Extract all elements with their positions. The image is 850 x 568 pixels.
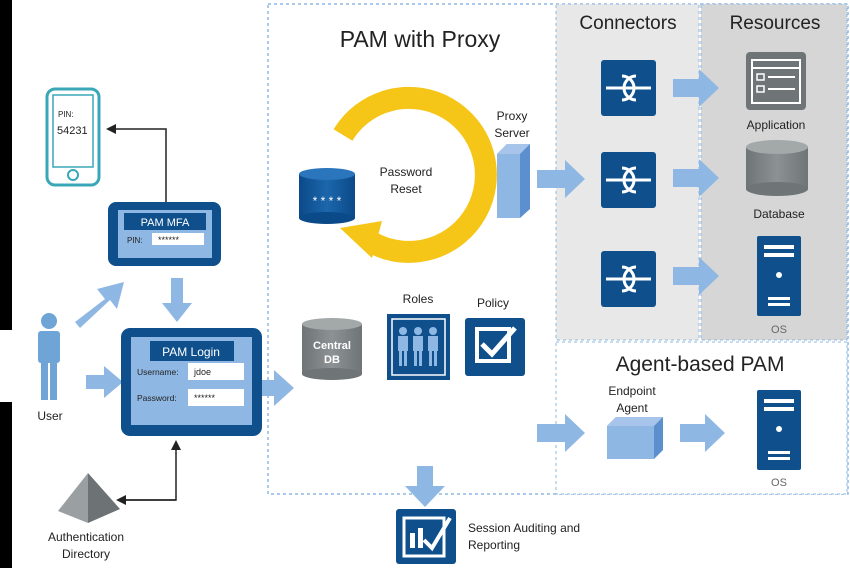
phone-pin-label: PIN: [58, 110, 74, 119]
policy-checkbox-icon [465, 318, 525, 376]
arrow-user-to-mfa [75, 282, 124, 328]
server-icon [757, 390, 801, 470]
resource-os-label: OS [771, 324, 787, 336]
connector-icon [601, 251, 656, 307]
endpoint-line2: Agent [616, 401, 648, 415]
left-edge-strip-lower [0, 402, 12, 568]
arrow-login-to-pam [256, 370, 294, 406]
arrow-endpoint-to-os [680, 414, 725, 452]
proxy-line1: Proxy [497, 109, 528, 123]
arrow-user-to-login [86, 366, 123, 398]
central-db-icon [302, 318, 362, 380]
block-arrows [75, 69, 725, 507]
arrow-to-session [405, 466, 445, 507]
session-line2: Reporting [468, 538, 520, 552]
roles-label: Roles [403, 292, 434, 306]
resources-title: Resources [730, 13, 821, 34]
mfa-to-phone-arrow [106, 124, 167, 202]
arrow-connector-to-app [673, 69, 719, 107]
roles-icon [387, 314, 450, 380]
application-label: Application [747, 118, 806, 132]
policy-label: Policy [477, 296, 509, 310]
mfa-pin-value: ****** [158, 235, 180, 245]
database-label: Database [753, 207, 805, 221]
user-label: User [37, 409, 62, 423]
page-title: PAM with Proxy [340, 26, 501, 52]
proxy-server-icon [497, 144, 530, 218]
mfa-pin-label: PIN: [127, 236, 143, 245]
central-db-line2: DB [324, 354, 340, 366]
connector-icon [601, 60, 656, 116]
endpoint-os-label: OS [771, 477, 787, 489]
directory-login-arrow [116, 440, 181, 505]
arrow-connector-to-os [673, 257, 719, 295]
mfa-box [108, 202, 221, 266]
login-username-value: jdoe [193, 367, 211, 377]
phone-icon [45, 87, 101, 187]
login-box [121, 328, 262, 436]
connector-icon [601, 152, 656, 208]
auth-dir-line1: Authentication [48, 530, 124, 544]
refresh-ring-icon [333, 86, 497, 263]
reset-line2: Reset [390, 182, 422, 196]
agent-title: Agent-based PAM [616, 353, 785, 376]
reset-dots: * * * * [313, 194, 342, 208]
application-icon [746, 52, 806, 110]
arrow-mfa-to-login [162, 278, 192, 322]
connectors-title: Connectors [579, 13, 676, 34]
login-title: PAM Login [162, 345, 220, 359]
left-edge-strip [0, 0, 12, 330]
phone-pin-value: 54231 [57, 125, 88, 137]
arrow-to-endpoint [537, 414, 585, 452]
login-password-value: ****** [194, 393, 216, 403]
endpoint-agent-icon [607, 417, 663, 459]
central-db-line1: Central [313, 340, 351, 352]
mfa-title: PAM MFA [141, 217, 190, 229]
login-username-label: Username: [137, 367, 179, 377]
arrow-proxy-to-connector [537, 160, 585, 198]
pyramid-icon [58, 473, 120, 523]
audit-report-icon [396, 509, 456, 564]
reset-line1: Password [380, 165, 433, 179]
proxy-line2: Server [494, 126, 529, 140]
server-icon [757, 236, 801, 316]
password-db-icon [299, 168, 355, 224]
auth-dir-line2: Directory [62, 547, 110, 561]
endpoint-line1: Endpoint [608, 384, 656, 398]
arrow-connector-to-db [673, 159, 719, 197]
session-line1: Session Auditing and [468, 521, 580, 535]
user-icon [38, 313, 60, 400]
login-password-label: Password: [137, 393, 177, 403]
database-icon [746, 140, 808, 196]
